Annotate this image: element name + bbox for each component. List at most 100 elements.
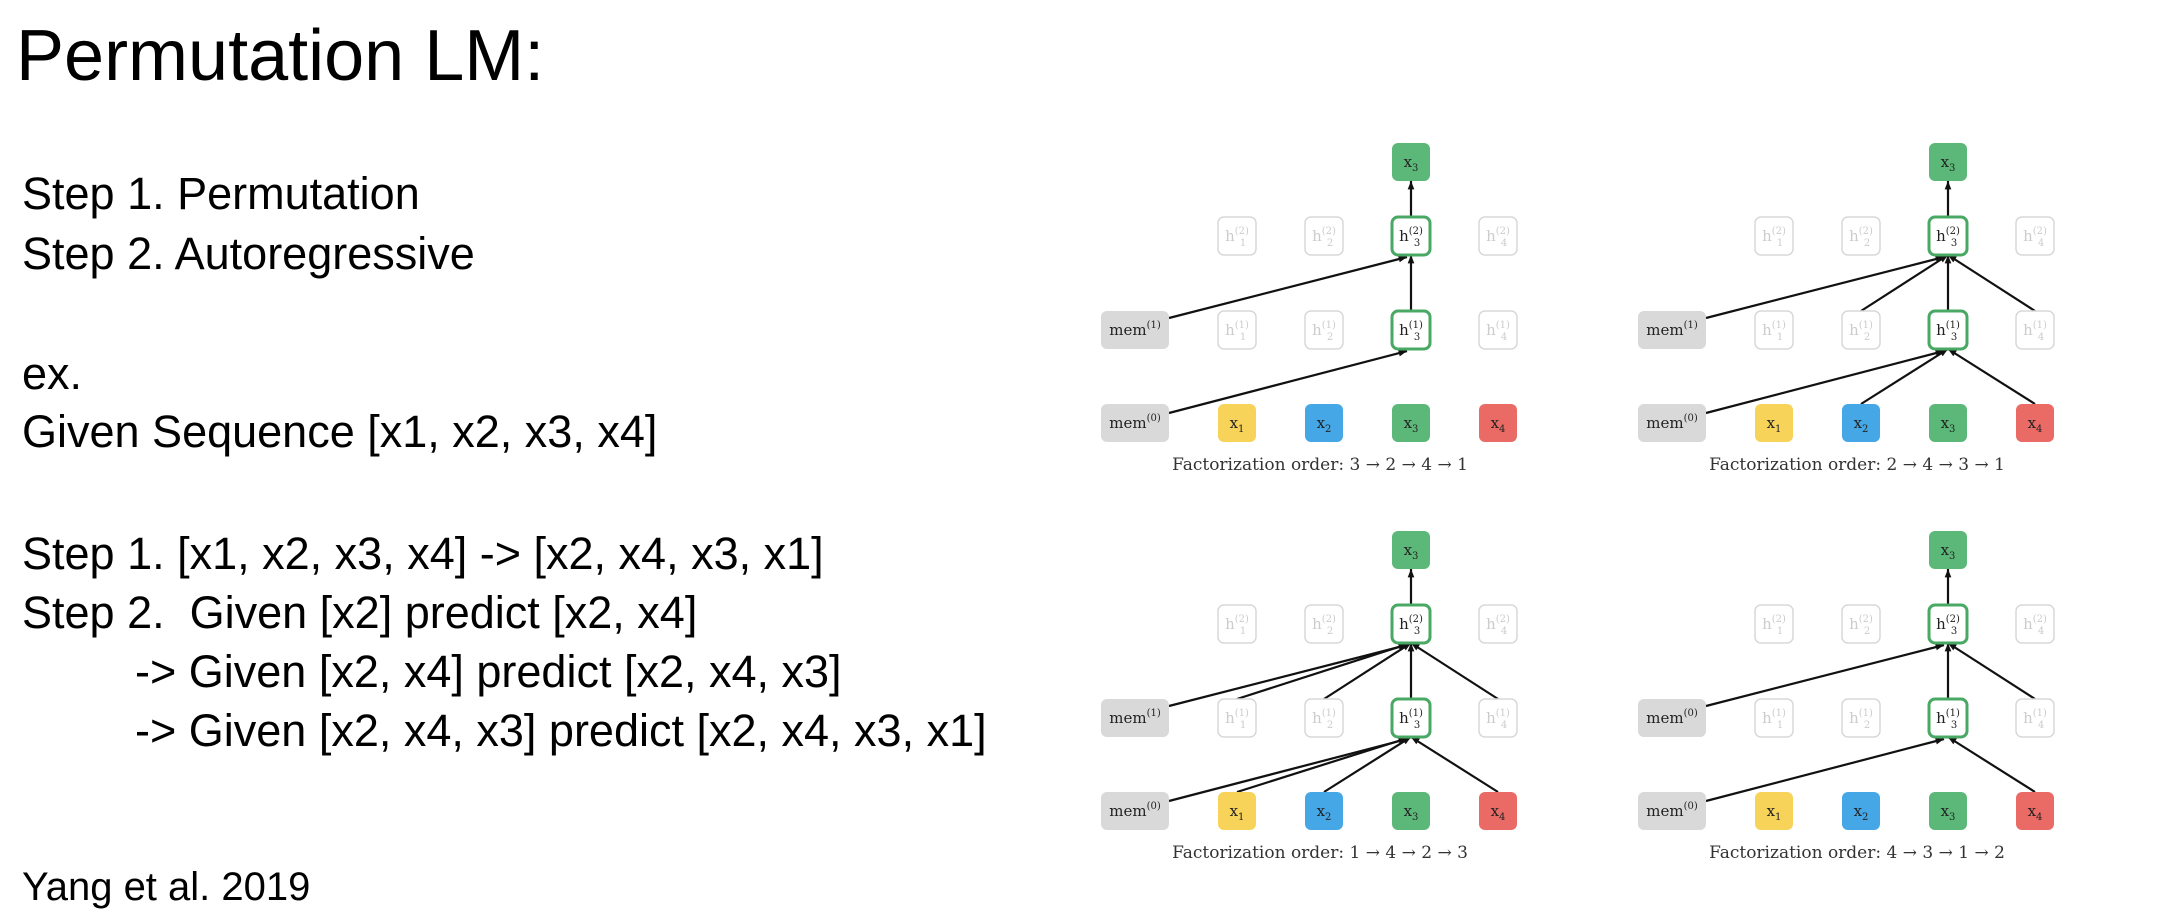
input-x4-node-box (2016, 792, 2054, 830)
hidden-h2-1: h(1)2 (1304, 310, 1344, 350)
output-x3-node-box (1929, 531, 1967, 569)
hidden-h2-2: h(2)2 (1304, 604, 1344, 644)
hidden-h2-2: h(2)2 (1841, 216, 1881, 256)
diagram-caption-1: Factorization order: 3 → 2 → 4 → 1 (1172, 455, 1468, 475)
arrow-h11-h3-2 (1236, 641, 1412, 701)
input-x4-node-box (1479, 792, 1517, 830)
citation: Yang et al. 2019 (22, 865, 311, 909)
hidden-h3-2-box (1927, 603, 1969, 645)
hidden-h1-2-box (1754, 604, 1794, 644)
arrow-x4-h3-1-head (1948, 737, 1957, 745)
input-x4-node-box (1479, 404, 1517, 442)
input-x2-node: x2 (1305, 404, 1343, 442)
mem-upper-box (1101, 311, 1169, 349)
input-x1-node: x1 (1755, 792, 1793, 830)
input-x3-node: x3 (1929, 404, 1967, 442)
hidden-h2-1-box (1841, 310, 1881, 350)
mem-upper-box (1638, 699, 1706, 737)
arrow-h3-2-out-head (1944, 569, 1952, 578)
input-x2-node-box (1305, 792, 1343, 830)
mem-lower-box (1101, 404, 1169, 442)
arrow-mem0-h3-1 (1705, 349, 1945, 415)
hidden-h1-1: h(1)1 (1754, 310, 1794, 350)
hidden-h1-1-box (1754, 698, 1794, 738)
hidden-h3-2: h(2)3 (1390, 215, 1432, 257)
hidden-h4-1: h(1)4 (1478, 310, 1518, 350)
arrow-mem0-h3-1 (1705, 737, 1945, 803)
hidden-h2-2-box (1304, 216, 1344, 256)
input-x4-node: x4 (1479, 404, 1517, 442)
mem-upper: mem(1) (1101, 311, 1169, 349)
hidden-h1-1-box (1217, 310, 1257, 350)
hidden-h3-2-box (1390, 603, 1432, 645)
hidden-h4-1: h(1)4 (2015, 698, 2055, 738)
hidden-h2-1-box (1304, 698, 1344, 738)
step2-continuation-1: -> Given [x2, x4] predict [x2, x4, x3] (135, 646, 842, 697)
step2-continuation-2: -> Given [x2, x4, x3] predict [x2, x4, x… (135, 705, 987, 756)
hidden-h1-2: h(2)1 (1217, 216, 1257, 256)
diagram-caption-3: Factorization order: 1 → 4 → 2 → 3 (1172, 843, 1468, 863)
arrow-h41-h3-2 (1947, 642, 2036, 700)
input-x4-node: x4 (2016, 404, 2054, 442)
arrow-h41-h3-2 (1947, 254, 2036, 312)
input-x1-node-box (1218, 792, 1256, 830)
hidden-h4-2: h(2)4 (2015, 216, 2055, 256)
hidden-h2-1: h(1)2 (1304, 698, 1344, 738)
arrow-mem0-h3-1-head (1398, 349, 1407, 357)
arrow-h3-1-h3-2-head (1944, 255, 1952, 264)
arrow-h21-h3-2 (1323, 642, 1412, 700)
input-x1-node: x1 (1755, 404, 1793, 442)
arrow-mem0-h3-1 (1168, 737, 1408, 803)
step1-heading: Step 1. Permutation (22, 168, 420, 219)
arrow-h21-h3-2-head (1402, 643, 1411, 651)
hidden-h2-2-box (1841, 604, 1881, 644)
hidden-h4-2-box (2015, 216, 2055, 256)
input-x3-node-box (1392, 404, 1430, 442)
input-x1-node: x1 (1218, 404, 1256, 442)
arrow-h21-h3-2-head (1939, 255, 1948, 263)
example-label: ex. (22, 348, 83, 399)
mem-lower: mem(0) (1638, 792, 1706, 830)
hidden-h3-1: h(1)3 (1927, 697, 1969, 739)
input-x2-node: x2 (1842, 792, 1880, 830)
given-sequence: Given Sequence [x1, x2, x3, x4] (22, 406, 658, 457)
output-x3-node: x3 (1392, 143, 1430, 181)
hidden-h3-2: h(2)3 (1927, 603, 1969, 645)
output-x3-node: x3 (1392, 531, 1430, 569)
output-x3-node: x3 (1929, 531, 1967, 569)
hidden-h3-2-box (1927, 215, 1969, 257)
hidden-h4-2-box (1478, 216, 1518, 256)
input-x2-node: x2 (1842, 404, 1880, 442)
input-x2-node: x2 (1305, 792, 1343, 830)
arrow-mem0-h3-1 (1168, 349, 1408, 415)
input-x2-node-box (1305, 404, 1343, 442)
hidden-h2-2-box (1304, 604, 1344, 644)
input-x3-node: x3 (1392, 404, 1430, 442)
hidden-h1-1-box (1217, 698, 1257, 738)
input-x1-node: x1 (1218, 792, 1256, 830)
hidden-h1-2: h(2)1 (1754, 216, 1794, 256)
mem-upper: mem(0) (1638, 699, 1706, 737)
hidden-h1-2-box (1754, 216, 1794, 256)
input-x4-node: x4 (2016, 792, 2054, 830)
input-x1-node-box (1218, 404, 1256, 442)
hidden-h3-2-box (1390, 215, 1432, 257)
output-x3-node-box (1929, 143, 1967, 181)
input-x3-node: x3 (1929, 792, 1967, 830)
hidden-h3-1: h(1)3 (1390, 697, 1432, 739)
arrow-mem1-h3-2 (1705, 643, 1945, 708)
hidden-h3-1-box (1927, 309, 1969, 351)
hidden-h4-2: h(2)4 (2015, 604, 2055, 644)
mem-lower: mem(0) (1638, 404, 1706, 442)
input-x1-node-box (1755, 404, 1793, 442)
mem-upper-box (1101, 699, 1169, 737)
diagram-caption-2: Factorization order: 2 → 4 → 3 → 1 (1709, 455, 2005, 475)
hidden-h2-2: h(2)2 (1841, 604, 1881, 644)
hidden-h2-2-box (1841, 216, 1881, 256)
hidden-h4-2: h(2)4 (1478, 216, 1518, 256)
